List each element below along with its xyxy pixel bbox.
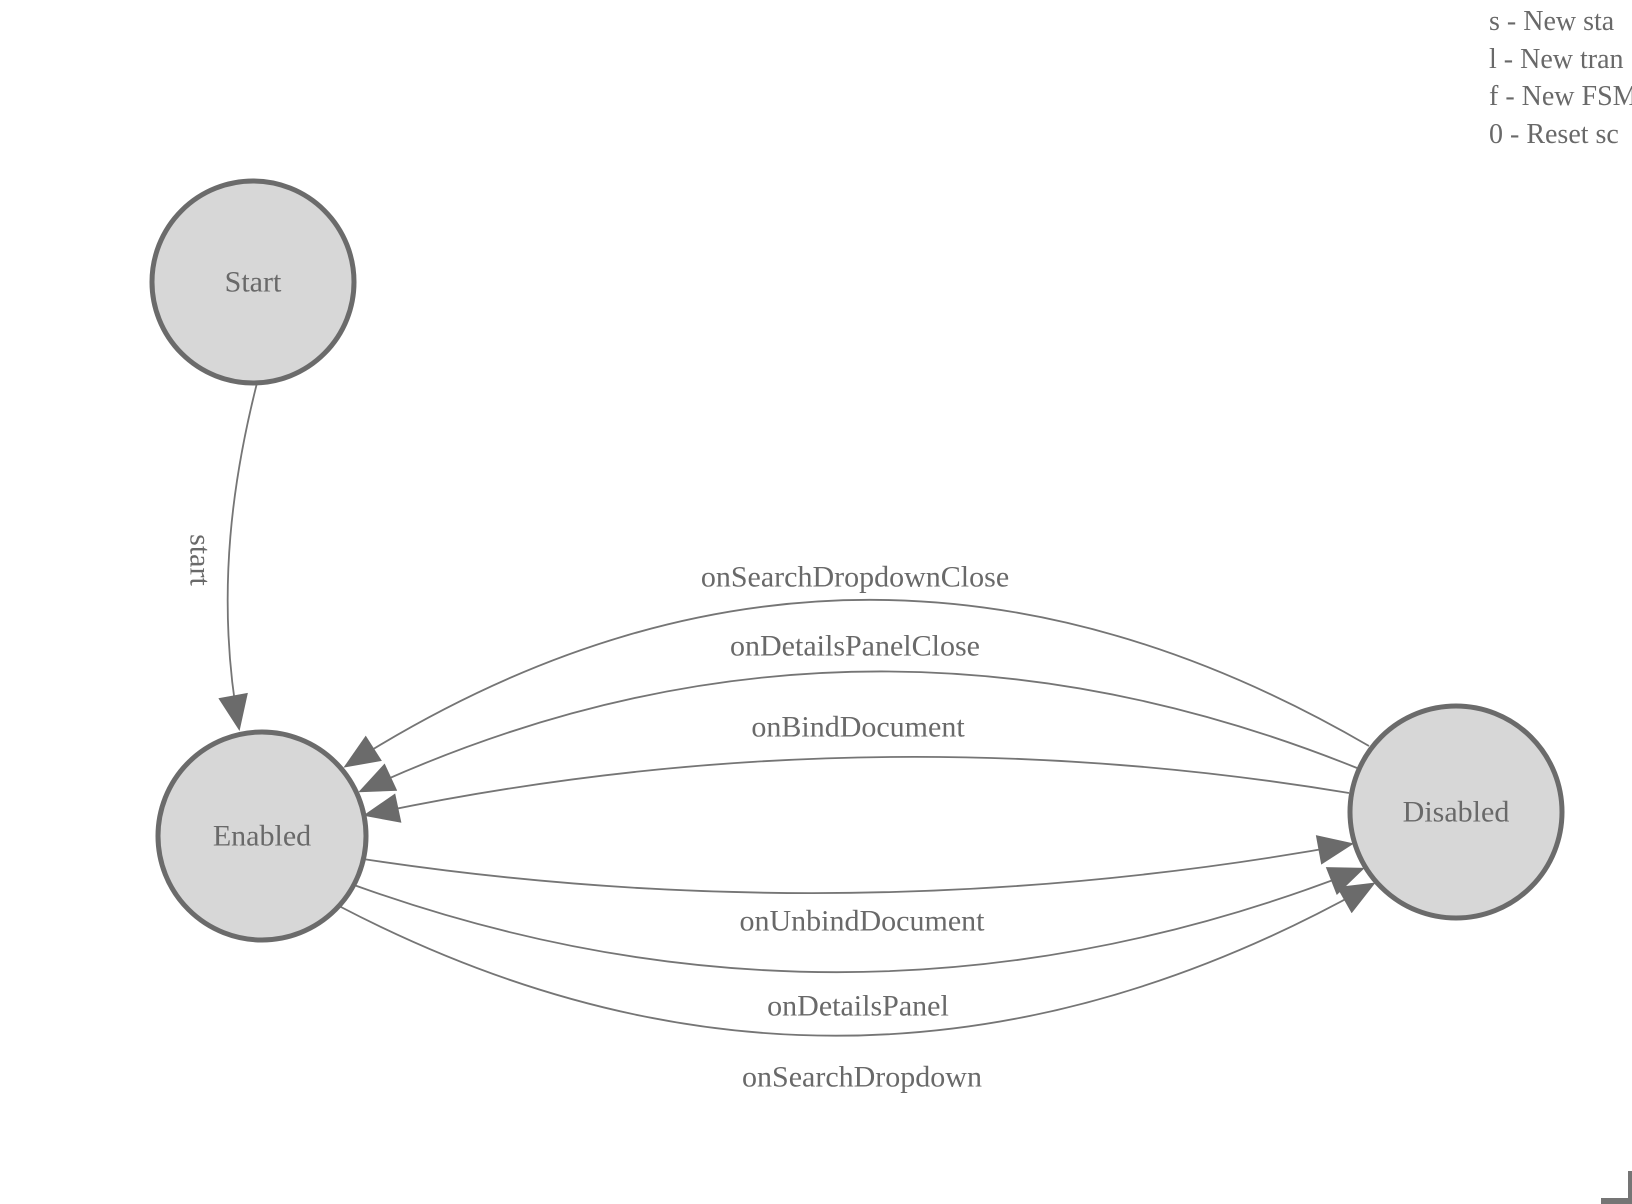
edge-ondetailspanelclose[interactable] — [358, 670, 1358, 793]
bottom-right-panel-corner — [1601, 1171, 1632, 1204]
state-circle-start[interactable] — [149, 178, 357, 386]
edge-label-group: start onSearchDropdownClose onDetailsPan… — [184, 534, 1010, 1093]
edge-label-onsearchdropdownclose: onSearchDropdownClose — [701, 561, 1009, 594]
legend-line-new-state: s - New sta — [1489, 6, 1615, 37]
edge-group — [218, 382, 1376, 1037]
edge-onbinddocument[interactable] — [363, 755, 1350, 823]
edge-label-ondetailspanel: onDetailsPanel — [767, 990, 949, 1023]
state-circle-enabled[interactable] — [155, 729, 369, 943]
edge-onunbinddocument[interactable] — [362, 835, 1354, 894]
panel-corner-vertical-edge — [1628, 1171, 1632, 1204]
edge-label-ondetailspanelclose: onDetailsPanelClose — [730, 630, 980, 663]
edge-label-onbinddocument: onBindDocument — [751, 711, 965, 744]
state-node-enabled[interactable]: Enabled — [155, 729, 369, 943]
edge-label-onunbinddocument: onUnbindDocument — [740, 905, 986, 938]
legend-line-reset: 0 - Reset sc — [1489, 119, 1619, 150]
state-label-start: Start — [225, 266, 282, 299]
edge-ondetailspanel[interactable] — [353, 867, 1365, 974]
state-node-start[interactable]: Start — [149, 178, 357, 386]
edge-start-to-enabled[interactable] — [218, 382, 258, 731]
legend-line-new-transition: l - New tran — [1489, 44, 1624, 75]
edge-label-start: start — [184, 534, 217, 586]
edge-onsearchdropdownclose[interactable] — [343, 599, 1370, 768]
shortcut-legend: s - New sta l - New tran f - New FSM 0 -… — [1489, 6, 1632, 150]
state-label-disabled: Disabled — [1403, 796, 1510, 829]
state-node-disabled[interactable]: Disabled — [1347, 703, 1565, 921]
panel-corner-horizontal-edge — [1601, 1198, 1632, 1204]
state-label-enabled: Enabled — [213, 820, 311, 853]
legend-line-new-fsm: f - New FSM — [1489, 81, 1632, 112]
edge-onsearchdropdown[interactable] — [338, 882, 1376, 1037]
edge-label-onsearchdropdown: onSearchDropdown — [742, 1061, 982, 1094]
state-circle-disabled[interactable] — [1347, 703, 1565, 921]
